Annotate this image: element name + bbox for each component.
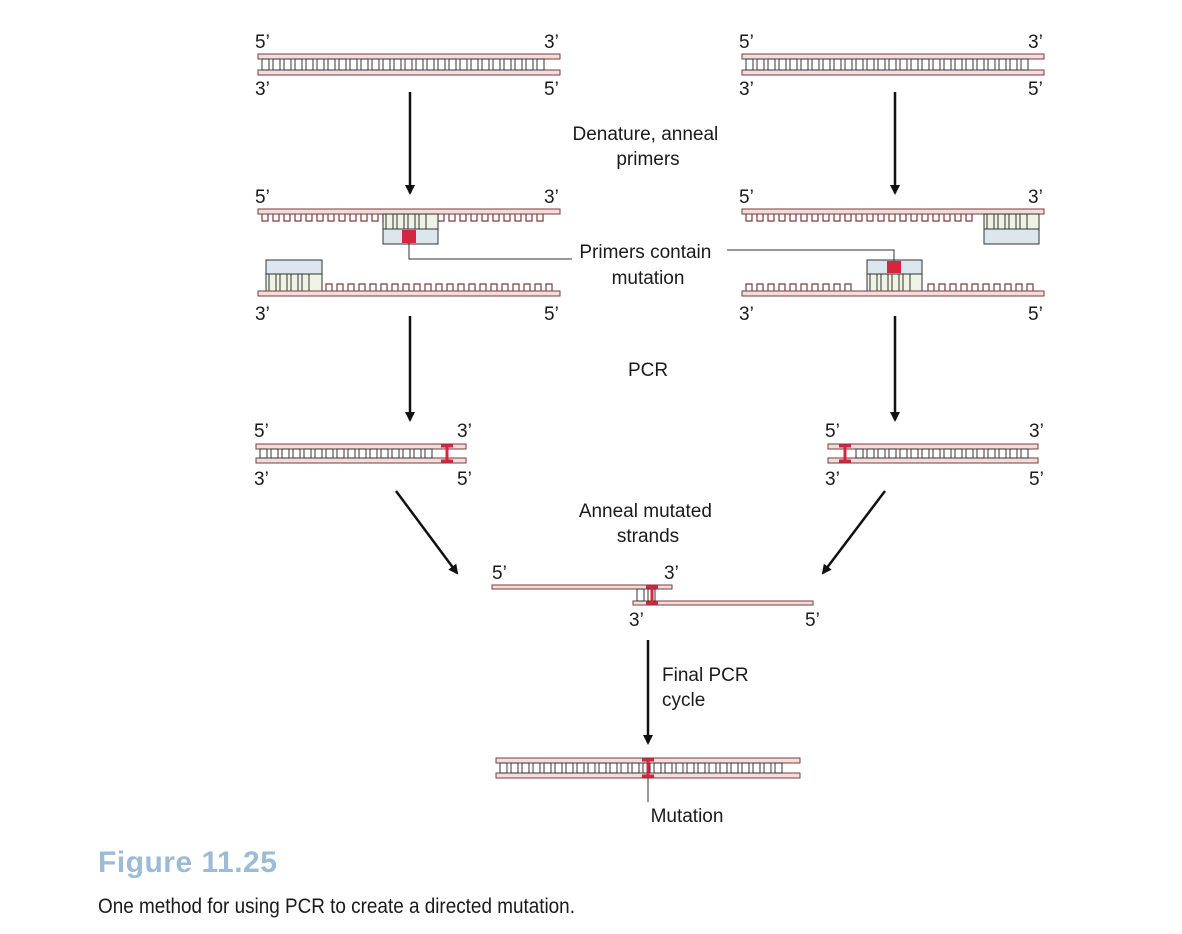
leader-line	[727, 249, 895, 261]
arrow-diagonal	[821, 490, 886, 575]
arrow-diagonal	[394, 490, 459, 575]
label-3prime: 3’	[254, 469, 269, 490]
label-3prime: 3’	[457, 421, 472, 442]
label-3prime: 3’	[255, 304, 270, 325]
figure-caption: One method for using PCR to create a dir…	[98, 895, 575, 918]
label-5prime: 5’	[457, 469, 472, 490]
mutation-site	[402, 230, 416, 243]
template-dna-left	[257, 53, 561, 76]
label-5prime: 5’	[544, 304, 559, 325]
leader-line	[408, 243, 572, 260]
single-strand-right-top	[741, 208, 1045, 222]
label-mutation: Mutation	[651, 806, 724, 827]
step-anneal-mutated-strands: Anneal mutated strands	[579, 501, 717, 547]
label-3prime: 3’	[1028, 187, 1043, 208]
label-5prime: 5’	[1028, 79, 1043, 100]
label-5prime: 5’	[1028, 304, 1043, 325]
label-3prime: 3’	[629, 610, 644, 631]
label-5prime: 5’	[255, 32, 270, 53]
step-primers-contain-mutation: Primers contain mutation	[579, 242, 716, 289]
pcr-product-left	[255, 443, 467, 464]
label-5prime: 5’	[739, 32, 754, 53]
annealed-strands	[491, 584, 814, 606]
primer-mutant-right	[866, 259, 923, 292]
mutation-site	[887, 261, 901, 273]
label-3prime: 3’	[1029, 421, 1044, 442]
label-3prime: 3’	[664, 563, 679, 584]
step-denature-anneal: Denature, anneal primers	[572, 124, 723, 170]
label-5prime: 5’	[492, 563, 507, 584]
label-5prime: 5’	[825, 421, 840, 442]
label-5prime: 5’	[544, 79, 559, 100]
label-5prime: 5’	[739, 187, 754, 208]
label-5prime: 5’	[254, 421, 269, 442]
final-mutated-dna	[495, 757, 801, 779]
single-strand-right-bottom	[741, 283, 1045, 297]
primer-mutant-left	[382, 213, 439, 245]
label-3prime: 3’	[544, 32, 559, 53]
template-dna-right	[741, 53, 1045, 76]
label-5prime: 5’	[255, 187, 270, 208]
label-3prime: 3’	[739, 79, 754, 100]
primer-flanking-right	[983, 213, 1040, 245]
pcr-product-right	[827, 443, 1039, 464]
single-strand-left-top	[257, 208, 561, 222]
label-5prime: 5’	[1029, 469, 1044, 490]
label-3prime: 3’	[544, 187, 559, 208]
step-final-pcr-cycle: Final PCR cycle	[662, 665, 754, 711]
label-3prime: 3’	[825, 469, 840, 490]
label-3prime: 3’	[1028, 32, 1043, 53]
step-pcr: PCR	[628, 360, 668, 381]
label-3prime: 3’	[739, 304, 754, 325]
label-5prime: 5’	[805, 610, 820, 631]
label-3prime: 3’	[255, 79, 270, 100]
primer-flanking-left	[265, 259, 323, 292]
figure-title: Figure 11.25	[98, 846, 278, 879]
single-strand-left-bottom	[257, 283, 561, 297]
